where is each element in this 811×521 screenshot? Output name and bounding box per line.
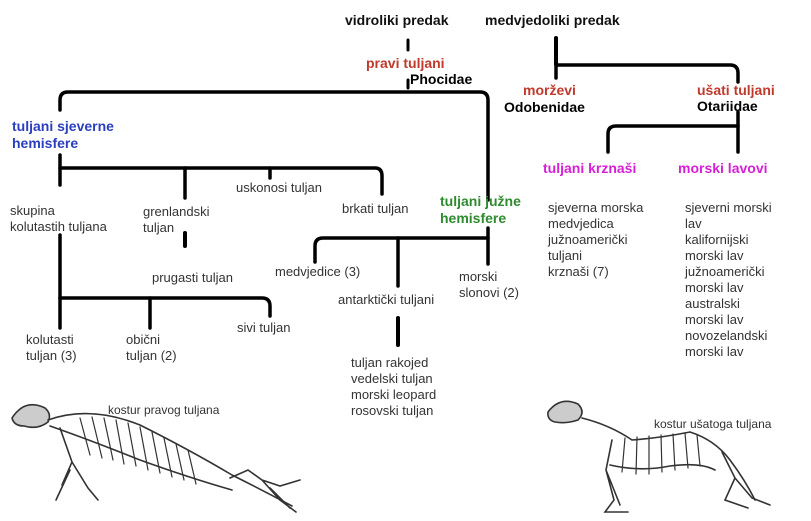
- south-hemisphere-label: tuljani južne hemisfere: [440, 193, 521, 227]
- grey-seal-label: sivi tuljan: [237, 320, 290, 336]
- elephant-seal-label: morski slonovi (2): [459, 269, 519, 301]
- true-seal-skeleton-caption: kostur pravog tuljana: [108, 402, 219, 418]
- bear-ancestor-label: medvjedoliki predak: [485, 12, 620, 28]
- greenland-seal-label: grenlandski tuljan: [143, 204, 210, 236]
- eared-seal-skeleton-caption: kostur ušatoga tuljana: [654, 416, 771, 432]
- fur-seals-label: tuljani krznaši: [543, 160, 636, 176]
- bear-split-line: [556, 65, 738, 82]
- true-seal-skeleton-icon: [12, 405, 300, 512]
- ringed-split-line: [60, 298, 270, 316]
- north-hemisphere-label: tuljani sjeverne hemisfere: [12, 118, 114, 152]
- monk-seal-label: medvjedice (3): [275, 264, 360, 280]
- north-split-line: [60, 168, 382, 194]
- common-seal-label: obični tuljan (2): [126, 332, 177, 364]
- phocidae-name: pravi tuljani: [366, 55, 445, 71]
- otariid-split-line: [608, 126, 738, 152]
- ringed-group-label: skupina kolutastih tuljana: [10, 203, 107, 235]
- sea-lions-label: morski lavovi: [678, 160, 768, 176]
- south-split-line: [315, 238, 488, 264]
- fur-seal-species-list: sjeverna morska medvjedica južnoamerički…: [548, 200, 643, 280]
- sea-lion-species-list: sjeverni morski lav kalifornijski morski…: [685, 200, 772, 360]
- otariidae-name: ušati tuljani: [697, 82, 775, 98]
- phocidae-latin: Phocidae: [410, 71, 472, 87]
- otter-ancestor-label: vidroliki predak: [345, 12, 448, 28]
- odobenidae-latin: Odobenidae: [504, 99, 585, 115]
- banded-seal-label: prugasti tuljan: [152, 270, 233, 286]
- otariidae-latin: Otariidae: [697, 98, 758, 114]
- ringed-seal-label: kolutasti tuljan (3): [26, 332, 77, 364]
- odobenidae-name: morževi: [523, 82, 576, 98]
- bearded-seal-label: brkati tuljan: [342, 201, 408, 217]
- antarctic-species-list: tuljan rakojed vedelski tuljan morski le…: [351, 355, 436, 419]
- hooded-seal-label: uskonosi tuljan: [236, 180, 322, 196]
- antarctic-seals-label: antarktički tuljani: [338, 292, 434, 308]
